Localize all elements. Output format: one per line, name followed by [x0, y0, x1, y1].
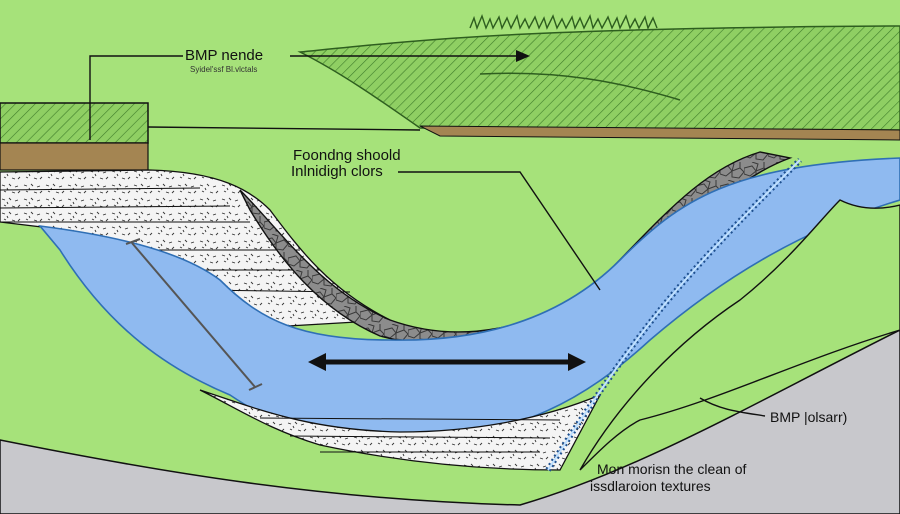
gravel-strata-lines [0, 187, 351, 293]
lower-strata-lines [259, 417, 561, 453]
soil-layer-left [0, 142, 149, 171]
width-arrow-left-head [308, 353, 326, 371]
hatched-grass-block [0, 102, 149, 144]
bmp-nende-label: BMP nende [185, 47, 264, 64]
bmp-subtitle-label: Syidel'ssf Bl.vlctals [190, 65, 258, 74]
note-line2: issdlaroion textures [590, 478, 711, 494]
width-arrow-right-head [568, 353, 586, 371]
stone-lining [239, 151, 793, 348]
grass-tufts [469, 13, 658, 31]
hill-contour [479, 72, 681, 101]
depth-dimension-tick-bottom [248, 383, 263, 391]
depth-dimension-line [131, 242, 256, 388]
note-line1: Mon morisn the clean of [597, 461, 747, 477]
leader-foundation [398, 171, 601, 291]
geotextile-core [547, 159, 801, 471]
foundation-label-line2: Inlnidigh clors [291, 163, 383, 180]
hatched-hill [297, 25, 900, 131]
right-grass-slope [579, 199, 900, 471]
leader-bmp-nende [89, 55, 183, 140]
leader-soil-line [147, 126, 421, 131]
soil-layer-right [419, 125, 900, 141]
depth-dimension-tick-top [125, 238, 141, 245]
bedrock [0, 329, 900, 514]
bmp-label: BMP |olsarr) [770, 409, 848, 425]
foundation-label-line1: Foondng shoold [293, 147, 401, 164]
leader-bmp [699, 397, 766, 417]
arrow-to-hill-head [516, 50, 530, 62]
